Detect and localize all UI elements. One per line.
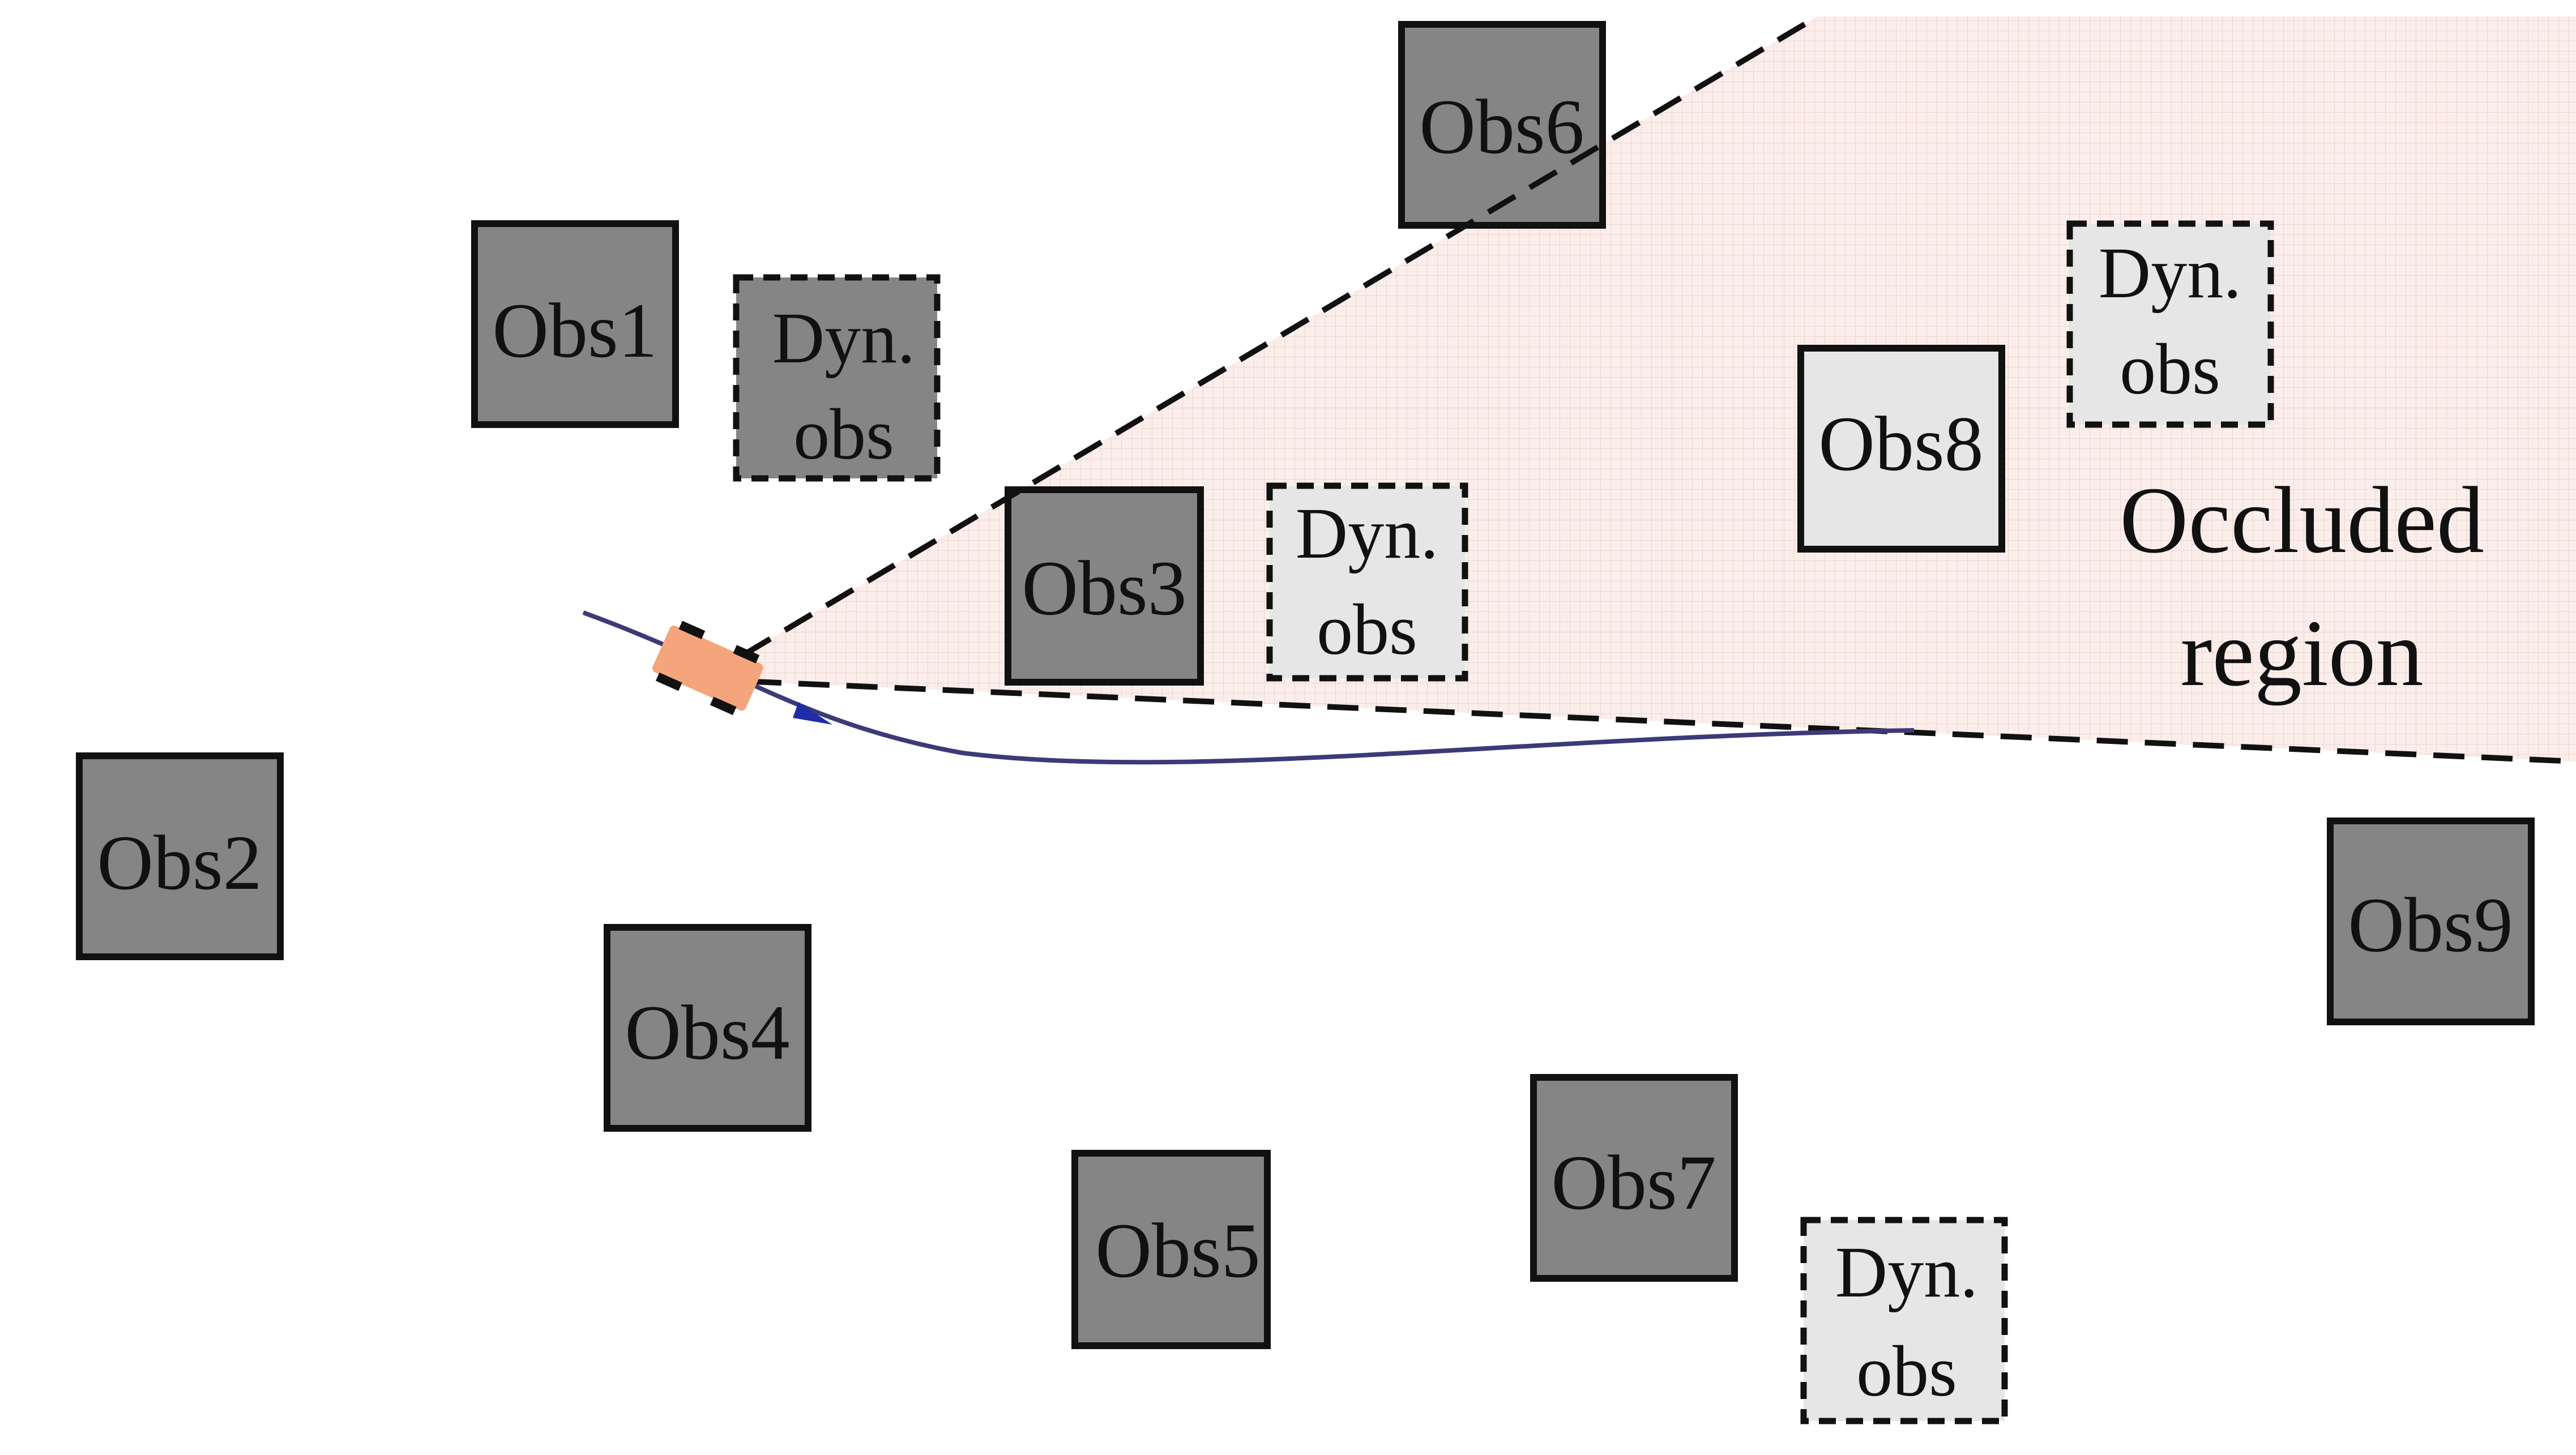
obs8-label: Obs8	[1818, 400, 1983, 487]
obs7-label: Obs7	[1551, 1139, 1716, 1226]
obs4-label: Obs4	[625, 989, 789, 1076]
dynamic-obstacle-occluded-top: Dyn. obs	[2066, 220, 2274, 428]
dynamic-obstacle-occluded-mid: Dyn. obs	[1266, 482, 1468, 682]
obs1-label: Obs1	[492, 287, 657, 374]
occluded-region-label-line1: Occluded	[2120, 468, 2484, 573]
dyn-obs-label-line2: obs	[2120, 329, 2220, 409]
dyn-obs-label-line1: Dyn.	[2099, 233, 2241, 313]
obstacle-obs2: Obs2	[76, 752, 284, 960]
ego-vehicle	[652, 620, 763, 716]
dynamic-obstacle-bottom: Dyn. obs	[1800, 1217, 2008, 1424]
obstacle-obs5: Obs5	[1071, 1150, 1271, 1349]
dynamic-obstacle-visible: Dyn. obs	[733, 274, 941, 482]
dyn-obs-label-line2: obs	[1317, 589, 1417, 670]
obs9-label: Obs9	[2348, 881, 2513, 968]
obs3-label: Obs3	[1022, 545, 1186, 631]
obstacle-obs8: Obs8	[1797, 345, 2005, 553]
dyn-obs-label-line1: Dyn.	[772, 298, 915, 378]
obs5-label: Obs5	[1095, 1207, 1260, 1294]
obstacle-obs6: Obs6	[1398, 21, 1606, 229]
fov-lower-boundary	[702, 677, 2576, 764]
dyn-obs-label-line1: Dyn.	[1296, 493, 1438, 574]
dyn-obs-label-line2: obs	[793, 394, 894, 474]
heading-arrow	[793, 702, 832, 725]
obstacle-obs1: Obs1	[471, 220, 679, 428]
fov-upper-boundary	[700, 14, 1819, 682]
obstacle-obs4: Obs4	[604, 924, 811, 1132]
obstacle-obs7: Obs7	[1530, 1074, 1738, 1282]
obstacle-obs3: Obs3	[1005, 486, 1204, 686]
obstacle-obs9: Obs9	[2327, 818, 2535, 1025]
dyn-obs-label-line1: Dyn.	[1835, 1232, 1978, 1312]
obs2-label: Obs2	[97, 819, 262, 906]
obs6-label: Obs6	[1419, 83, 1584, 170]
dyn-obs-label-line2: obs	[1856, 1331, 1957, 1411]
occluded-region-label-line2: region	[2180, 601, 2423, 706]
